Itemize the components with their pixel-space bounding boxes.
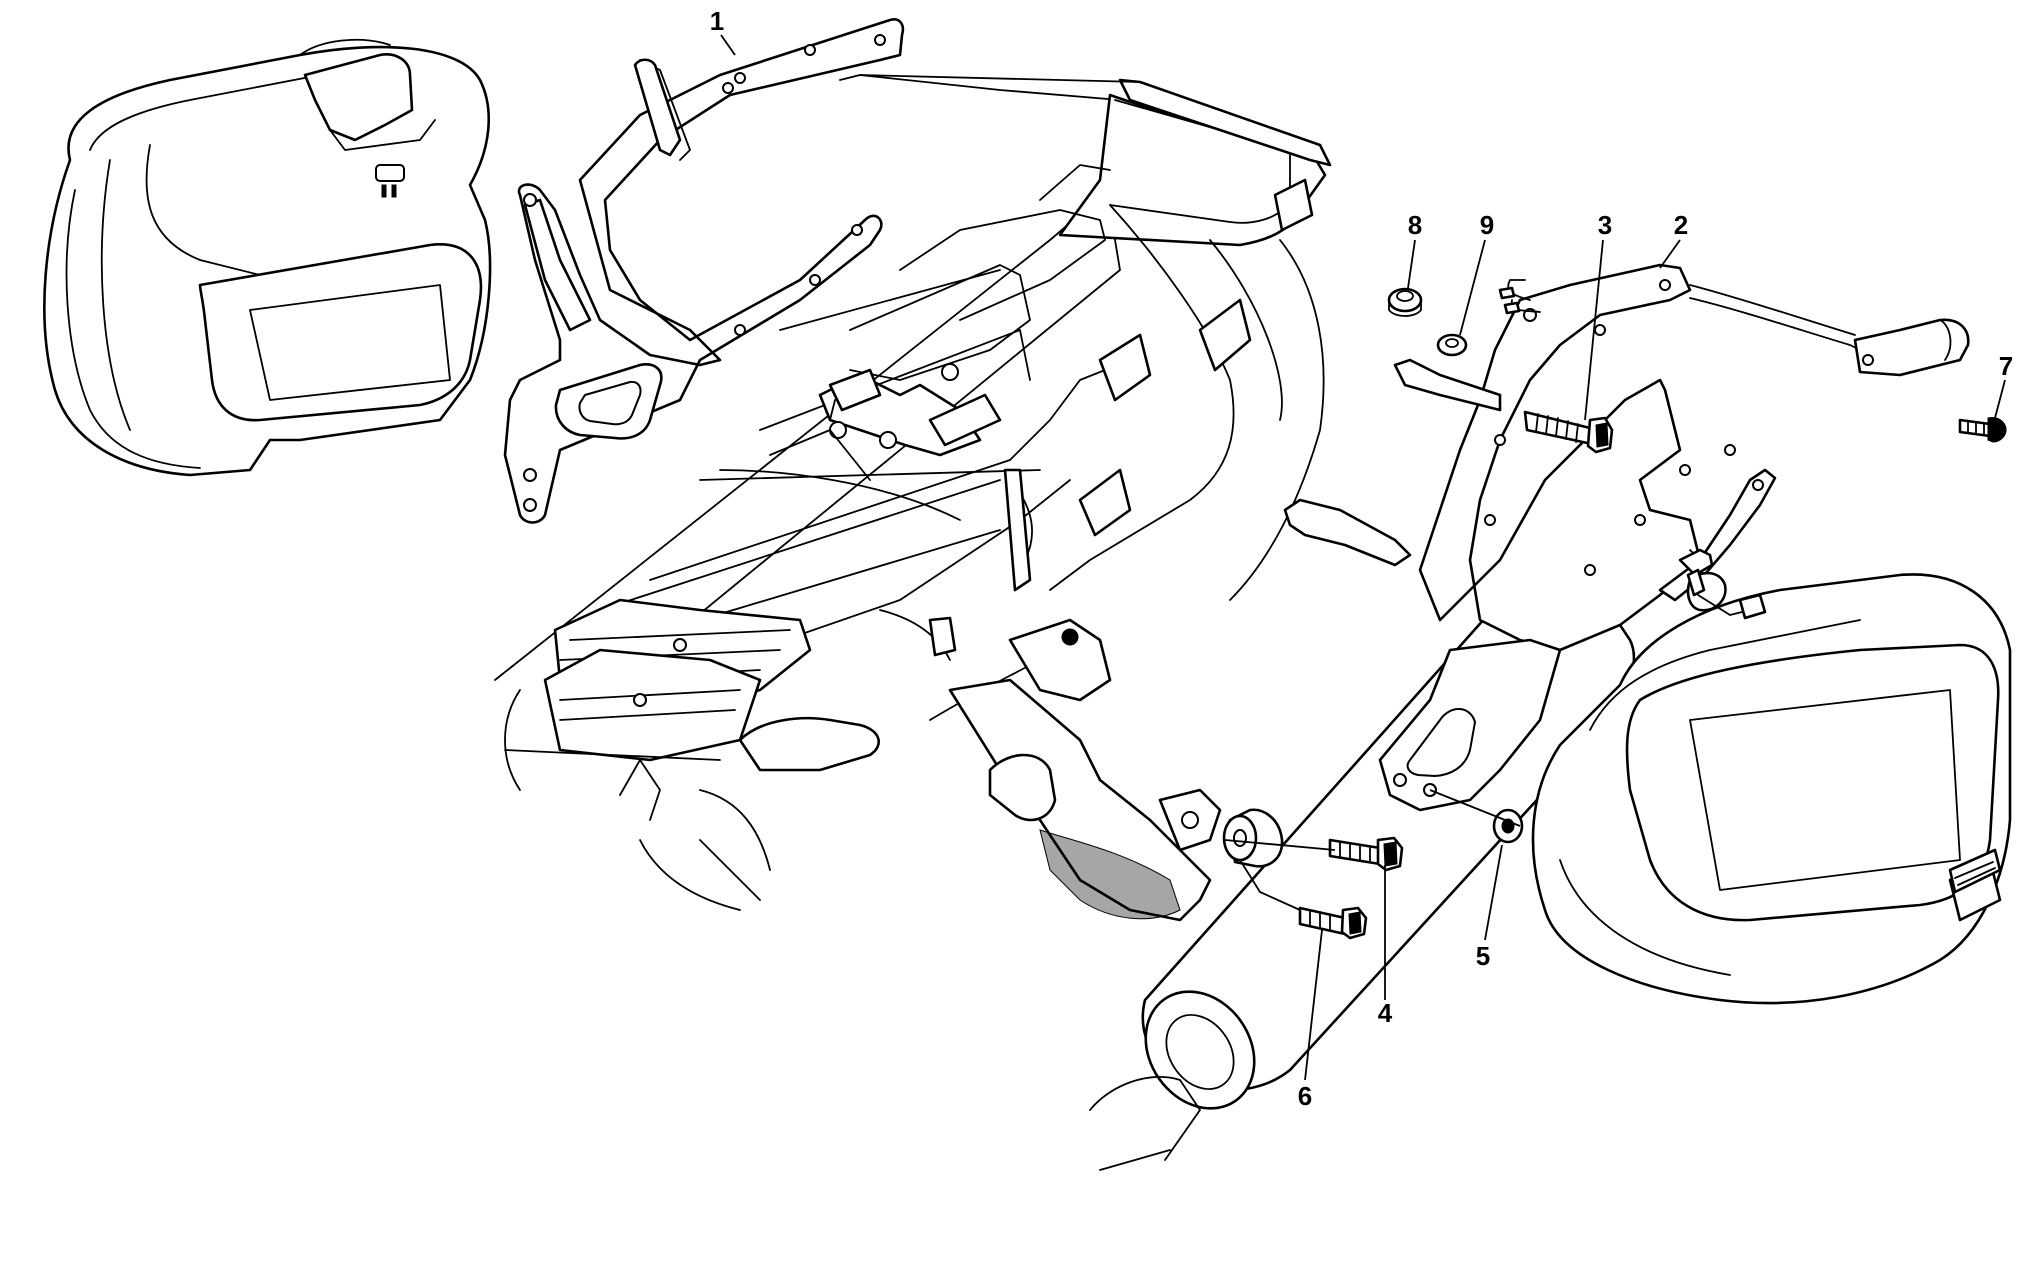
- right-pannier: [1531, 548, 2012, 1005]
- leader-lines: [720, 34, 2006, 1081]
- callout-1: 1: [710, 6, 724, 36]
- part-8-grommet: [1387, 287, 1423, 317]
- callout-7: 7: [1999, 351, 2013, 381]
- part-9-washer: [1436, 333, 1468, 357]
- turn-indicator: [1498, 279, 1970, 377]
- callout-8: 8: [1408, 210, 1422, 240]
- callout-2: 2: [1674, 210, 1688, 240]
- rear-subframe: [494, 74, 1332, 922]
- part-7-bolt: [1958, 417, 2007, 443]
- part-3-bolt: [1523, 410, 1614, 454]
- left-pannier-bracket: [503, 18, 905, 524]
- part-6-bolt: [1298, 906, 1368, 940]
- spacer-bushing: [1222, 808, 1284, 868]
- callout-5: 5: [1476, 941, 1490, 971]
- callout-9: 9: [1480, 210, 1494, 240]
- callout-3: 3: [1598, 210, 1612, 240]
- callout-6: 6: [1298, 1081, 1312, 1111]
- fasteners: [1222, 287, 2007, 940]
- left-pannier: [43, 38, 492, 477]
- part-4-bolt: [1328, 836, 1404, 872]
- callout-labels: 1 2 3 4 5 6 7 8 9: [710, 6, 2013, 1111]
- callout-4: 4: [1378, 998, 1393, 1028]
- right-pannier-bracket: [1283, 263, 1777, 812]
